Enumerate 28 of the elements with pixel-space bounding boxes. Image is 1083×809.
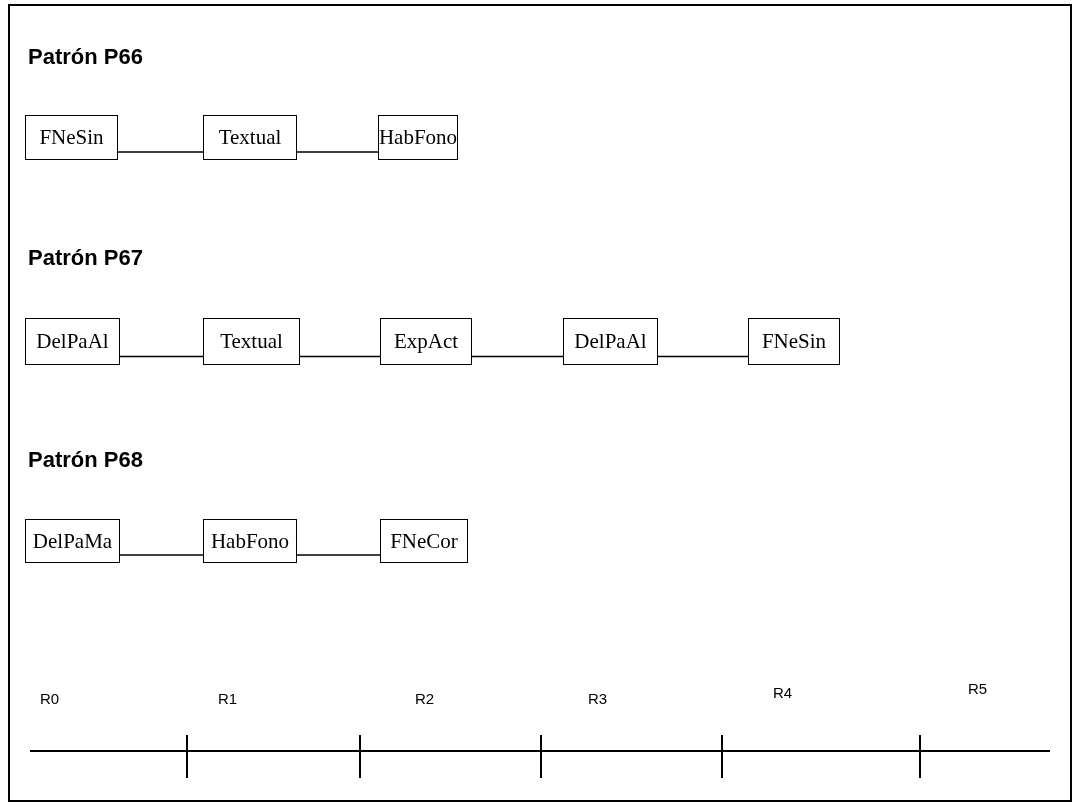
process-box: HabFono: [378, 115, 458, 160]
process-box: DelPaAl: [563, 318, 658, 365]
process-box: FNeSin: [748, 318, 840, 365]
connector-line: [296, 151, 379, 153]
process-box: FNeSin: [25, 115, 118, 160]
tick-label: R1: [218, 690, 238, 707]
process-box: ExpAct: [380, 318, 472, 365]
section-heading: Patrón P68: [28, 447, 143, 473]
connector-line: [119, 554, 204, 556]
tick-label: R4: [773, 684, 793, 701]
tick-label: R5: [968, 680, 988, 697]
connector-line: [117, 151, 204, 153]
section-heading: Patrón P66: [28, 44, 143, 70]
connector-line: [119, 355, 204, 358]
process-box: Textual: [203, 318, 300, 365]
process-box: FNeCor: [380, 519, 468, 563]
connector-line: [299, 355, 381, 358]
connector-line: [296, 554, 381, 556]
process-box: HabFono: [203, 519, 297, 563]
connector-line: [657, 355, 749, 358]
tick-label: R0: [40, 690, 60, 707]
process-box: DelPaAl: [25, 318, 120, 365]
process-box: DelPaMa: [25, 519, 120, 563]
section-heading: Patrón P67: [28, 245, 143, 271]
tick-label: R3: [588, 690, 608, 707]
process-box: Textual: [203, 115, 297, 160]
tick-label: R2: [415, 690, 435, 707]
connector-line: [471, 355, 564, 358]
